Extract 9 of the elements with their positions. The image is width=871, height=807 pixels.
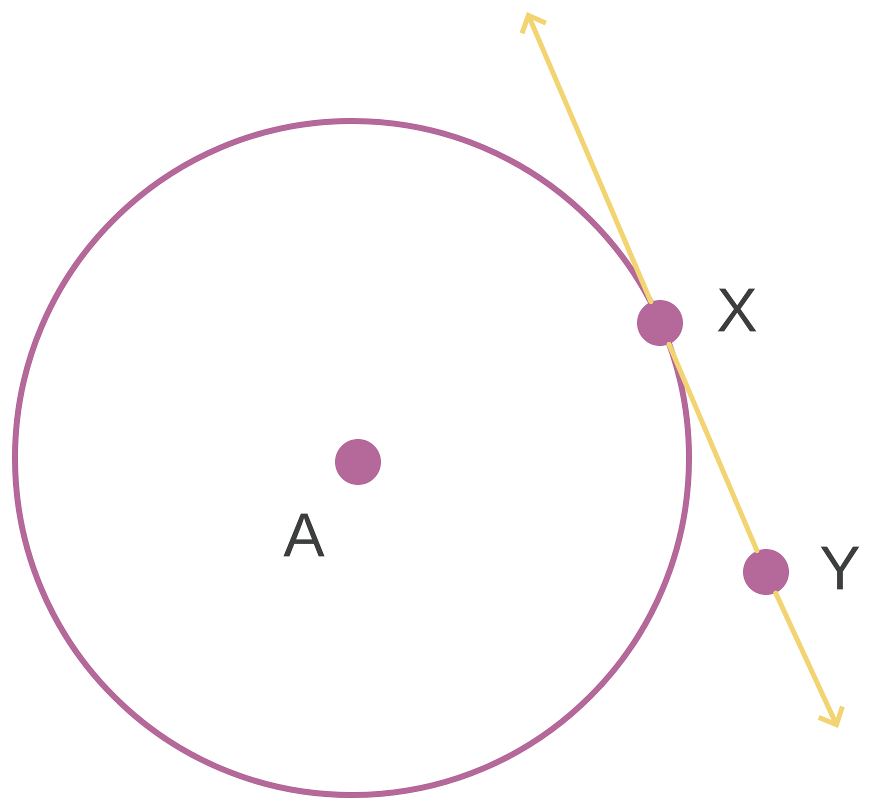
circle <box>12 118 692 798</box>
arrow <box>773 590 845 728</box>
center-point <box>335 439 381 485</box>
line <box>666 342 760 554</box>
point-label: A <box>283 514 325 556</box>
point-label: X <box>718 288 756 332</box>
arrow <box>520 12 654 304</box>
point-label: Y <box>820 546 860 590</box>
point <box>743 549 789 595</box>
